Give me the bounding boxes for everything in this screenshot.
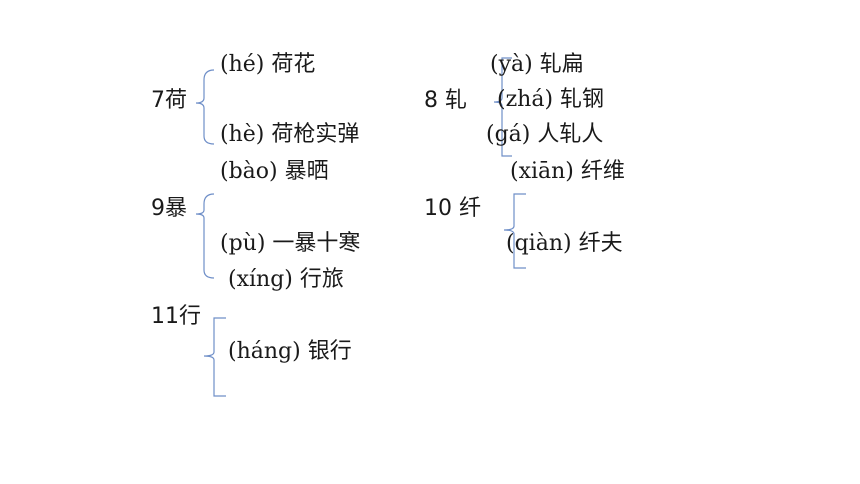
entry-10-reading-2: (qiàn) 纤夫 <box>506 230 623 258</box>
words: 纤维 <box>580 159 625 184</box>
pinyin: (bào) <box>220 159 278 184</box>
pinyin: (xiān) <box>510 159 574 184</box>
entry-7-reading-2: (hè) 荷枪实弹 <box>220 121 359 149</box>
entry-9-reading-2: (pù) 一暴十寒 <box>220 230 360 258</box>
brace-9 <box>195 193 215 279</box>
entry-8-reading-2: (zhá) 轧钢 <box>497 86 604 114</box>
brace-11 <box>203 317 226 397</box>
words: 荷花 <box>271 52 316 77</box>
entry-9-head: 9暴 <box>151 196 187 221</box>
entry-8-head: 8 轧 <box>424 88 467 113</box>
pinyin: (pù) <box>220 231 266 256</box>
pinyin: (háng) <box>228 339 301 364</box>
words: 银行 <box>307 339 352 364</box>
pinyin: (hè) <box>220 122 265 147</box>
entry-9-reading-1: (bào) 暴晒 <box>220 158 329 186</box>
words: 人轧人 <box>537 122 604 147</box>
pinyin: (xíng) <box>228 267 293 292</box>
entry-7-reading-1: (hé) 荷花 <box>220 51 315 79</box>
pinyin: (yà) <box>490 52 533 77</box>
words: 暴晒 <box>284 159 329 184</box>
entry-11-reading-2: (háng) 银行 <box>228 338 352 366</box>
brace-7 <box>195 69 215 145</box>
words: 行旅 <box>299 267 344 292</box>
words: 一暴十寒 <box>272 231 361 256</box>
entry-8-reading-1: (yà) 轧扁 <box>490 51 584 79</box>
entry-8-reading-3: (gá) 人轧人 <box>486 121 603 149</box>
entry-11-reading-1: (xíng) 行旅 <box>228 266 344 294</box>
entry-11-head: 11行 <box>151 304 201 329</box>
words: 轧钢 <box>560 87 605 112</box>
pinyin: (gá) <box>486 122 531 147</box>
entry-10-head: 10 纤 <box>424 196 481 221</box>
pinyin: (hé) <box>220 52 265 77</box>
words: 轧扁 <box>539 52 584 77</box>
pinyin: (qiàn) <box>506 231 572 256</box>
words: 纤夫 <box>578 231 623 256</box>
entry-7-head: 7荷 <box>151 88 187 113</box>
entry-10-reading-1: (xiān) 纤维 <box>510 158 625 186</box>
pinyin: (zhá) <box>497 87 554 112</box>
words: 荷枪实弹 <box>271 122 360 147</box>
